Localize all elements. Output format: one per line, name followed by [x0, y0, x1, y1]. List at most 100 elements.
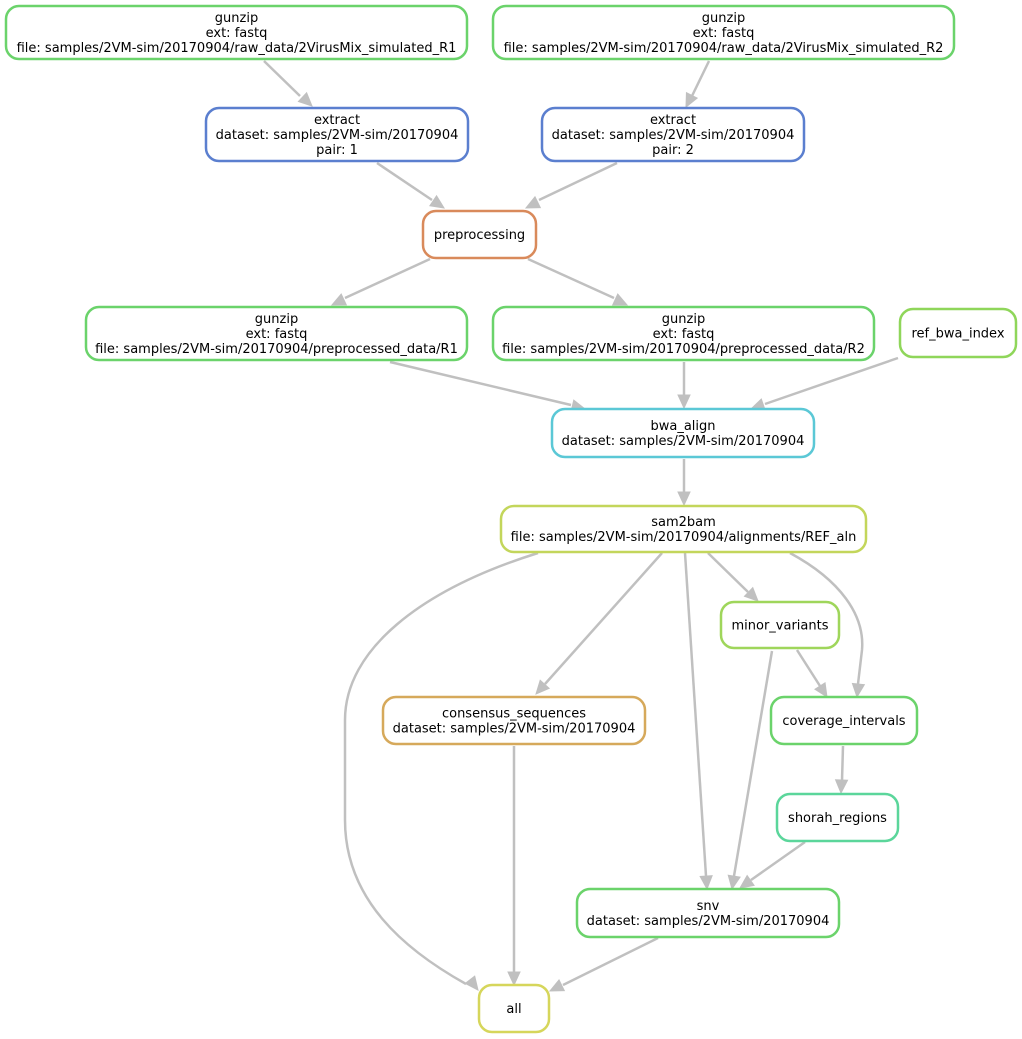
node-param: dataset: samples/2VM-sim/20170904 [552, 128, 795, 143]
node-param: ext: fastq [246, 327, 308, 342]
node-param: file: samples/2VM-sim/20170904/raw_data/… [17, 41, 457, 56]
edge-sam2bam-to-snv [683, 552, 713, 891]
node-box [719, 600, 841, 650]
arrow-head-icon [611, 293, 629, 306]
edge-bwa-align-to-sam2bam [677, 459, 691, 507]
edge-sam2bam-to-all [343, 551, 539, 991]
arrow-head-icon [834, 779, 849, 795]
edge-line [732, 650, 774, 877]
node-box [491, 4, 956, 61]
edge-minor-variants-to-coverage-intervals [795, 649, 828, 699]
edge-sam2bam-to-coverage-intervals [789, 551, 866, 699]
node-box [540, 106, 806, 163]
edge-line [690, 60, 711, 97]
node-param: dataset: samples/2VM-sim/20170904 [393, 722, 636, 737]
node-title: gunzip [255, 312, 298, 327]
node-param: dataset: samples/2VM-sim/20170904 [216, 128, 459, 143]
edge-line [538, 161, 618, 202]
node-title: extract [650, 113, 696, 128]
node-title: minor_variants [731, 619, 828, 634]
arrow-head-icon [699, 875, 713, 891]
node-title: consensus_sequences [442, 707, 586, 722]
node-box [898, 307, 1018, 359]
arrow-head-icon [685, 91, 699, 109]
edge-extract-1-to-preprocessing [376, 161, 445, 209]
edge-consensus-sequences-to-all [507, 746, 521, 987]
arrow-head-icon [548, 978, 566, 992]
node-param: pair: 2 [652, 143, 694, 158]
node-box [84, 305, 469, 362]
node-box [421, 209, 538, 260]
node-coverage-intervals[interactable]: coverage_intervals [769, 695, 919, 746]
arrow-head-icon [524, 195, 542, 209]
edge-line [789, 551, 864, 685]
edge-line [263, 60, 301, 97]
node-title: bwa_align [650, 419, 715, 434]
arrow-head-icon [727, 874, 741, 891]
edge-minor-variants-to-snv [727, 650, 774, 891]
node-param: ext: fastq [693, 26, 755, 41]
edge-sam2bam-to-consensus-sequences [535, 552, 663, 695]
edge-sam2bam-to-minor-variants [707, 552, 759, 602]
edge-gunzip-raw-r1-to-extract-1 [263, 60, 313, 107]
node-title: sam2bam [651, 515, 716, 530]
node-box [769, 695, 919, 746]
arrow-head-icon [535, 679, 551, 695]
node-title: ref_bwa_index [911, 327, 1004, 342]
arrow-head-icon [739, 874, 755, 889]
node-param: ext: fastq [206, 26, 268, 41]
node-param: file: samples/2VM-sim/20170904/alignment… [511, 530, 857, 545]
edge-preprocessing-to-gunzip-pre-r1 [330, 257, 431, 306]
node-title: preprocessing [434, 228, 525, 243]
node-param: file: samples/2VM-sim/20170904/preproces… [95, 342, 458, 357]
node-box [204, 106, 470, 163]
node-param: ext: fastq [653, 327, 715, 342]
arrow-head-icon [814, 681, 828, 699]
edge-line [562, 936, 659, 987]
node-title: extract [314, 113, 360, 128]
node-shorah-regions[interactable]: shorah_regions [775, 792, 900, 843]
node-box [4, 4, 469, 61]
edge-gunzip-pre-r1-to-bwa-align [389, 360, 587, 413]
node-param: pair: 1 [316, 143, 358, 158]
edge-coverage-intervals-to-shorah-regions [834, 745, 849, 795]
edge-line [389, 360, 572, 407]
node-box [575, 887, 841, 939]
edges-layer [263, 60, 899, 992]
arrow-head-icon [851, 682, 866, 699]
node-param: file: samples/2VM-sim/20170904/raw_data/… [504, 41, 944, 56]
node-ref-bwa-index[interactable]: ref_bwa_index [898, 307, 1018, 359]
node-title: shorah_regions [788, 811, 887, 826]
node-title: gunzip [662, 312, 705, 327]
edge-line [343, 551, 539, 986]
arrow-head-icon [330, 293, 348, 306]
edge-line [344, 257, 431, 300]
node-param: file: samples/2VM-sim/20170904/preproces… [502, 342, 865, 357]
node-box [491, 305, 876, 362]
edge-line [840, 745, 845, 782]
edge-gunzip-pre-r2-to-bwa-align [677, 362, 691, 410]
node-preprocessing[interactable]: preprocessing [421, 209, 538, 260]
edge-line [750, 840, 806, 882]
edge-gunzip-raw-r2-to-extract-2 [685, 60, 711, 109]
node-minor-variants[interactable]: minor_variants [719, 600, 841, 650]
node-title: all [506, 1002, 521, 1017]
node-all[interactable]: all [477, 983, 551, 1034]
arrow-head-icon [507, 971, 521, 987]
edge-extract-2-to-preprocessing [524, 161, 618, 209]
node-box [381, 695, 647, 746]
edge-line [527, 257, 615, 300]
edge-preprocessing-to-gunzip-pre-r2 [527, 257, 629, 306]
node-box [775, 792, 900, 843]
